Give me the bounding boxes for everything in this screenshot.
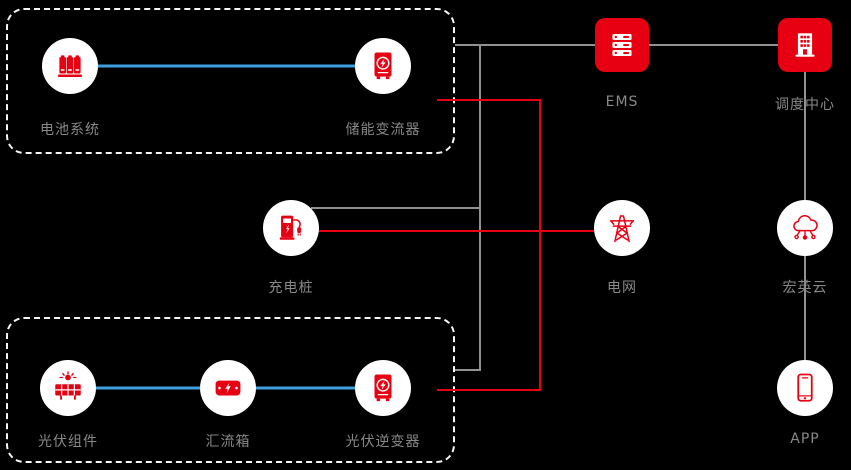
- cloud-label: 宏英云: [782, 280, 828, 296]
- dc-lines: [96, 64, 355, 390]
- transmission-tower-icon: [594, 200, 650, 256]
- line-comm-bus-vertical: [455, 45, 481, 371]
- pv-inverter-icon: [355, 360, 411, 416]
- dispatch-center-building-icon: [778, 18, 832, 72]
- combiner-box-icon: [200, 360, 256, 416]
- combiner-box-label: 汇流箱: [205, 434, 251, 450]
- smartphone-icon: [777, 360, 833, 416]
- storage-converter-label: 储能变流器: [345, 122, 421, 138]
- app-label: APP: [790, 431, 820, 447]
- pv-inverter-label: 光伏逆变器: [345, 434, 421, 450]
- pv-module-label: 光伏组件: [38, 434, 98, 450]
- line-converter-grid-bus: [437, 99, 541, 391]
- cloud-network-icon: [777, 200, 833, 256]
- power-lines: [319, 99, 594, 391]
- ems-server-icon: [595, 18, 649, 72]
- storage-converter-icon: [355, 38, 411, 94]
- battery-label: 电池系统: [40, 122, 100, 138]
- comm-lines: [311, 44, 806, 371]
- battery-icon: [42, 38, 98, 94]
- charging-pile-label: 充电桩: [268, 280, 314, 296]
- ems-label: EMS: [605, 94, 639, 110]
- charging-pile-icon: [263, 200, 319, 256]
- storage-system-group-box: [6, 8, 455, 154]
- solar-panel-icon: [40, 360, 96, 416]
- grid-label: 电网: [607, 280, 637, 296]
- dispatch-center-label: 调度中心: [775, 97, 835, 113]
